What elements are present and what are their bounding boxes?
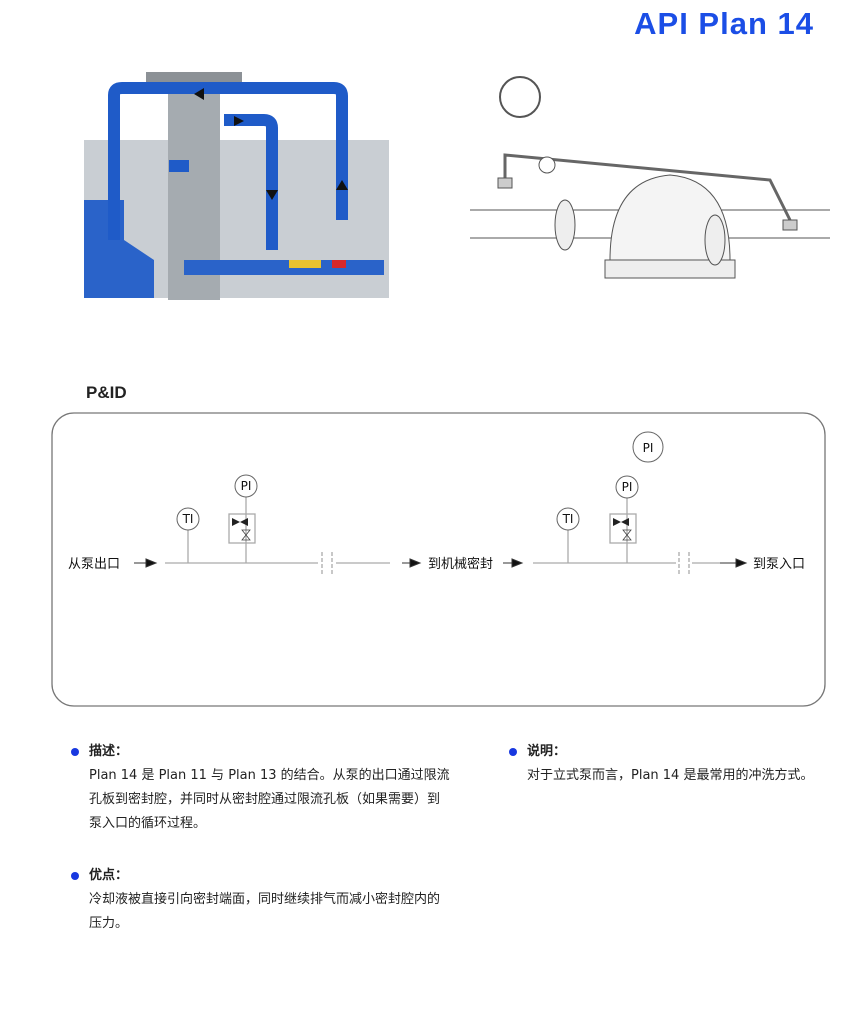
pump-piping-sketch bbox=[470, 76, 830, 279]
valve-box bbox=[609, 513, 637, 544]
pi-label: PI bbox=[643, 441, 654, 455]
pump-cross-section-illustration bbox=[84, 72, 389, 300]
advantages-section: 优点： 冷却液被直接引向密封端面，同时继续排气而减小密封腔内的 压力。 bbox=[71, 864, 489, 936]
pi-instrument bbox=[615, 475, 639, 499]
ti-label: TI bbox=[182, 512, 194, 526]
pi-instrument bbox=[632, 431, 664, 463]
text-line: 泵入口的循环过程。 bbox=[89, 816, 207, 831]
notes-heading: 说明： bbox=[509, 740, 847, 764]
pi-instrument bbox=[234, 474, 258, 498]
text-line: Plan 14 是 Plan 11 与 Plan 13 的结合。从泵的出口通过限… bbox=[89, 768, 450, 783]
valve-icon bbox=[232, 518, 629, 526]
advantages-heading: 优点： bbox=[71, 864, 489, 888]
ti-instrument bbox=[176, 507, 200, 531]
ti-label: TI bbox=[562, 512, 574, 526]
arrow-icon bbox=[134, 558, 748, 568]
pi-label: PI bbox=[622, 480, 633, 494]
text-line: 冷却液被直接引向密封端面，同时继续排气而减小密封腔内的 bbox=[89, 892, 441, 907]
text-line: 压力。 bbox=[89, 916, 129, 931]
text-line: 孔板到密封腔，并同时从密封腔通过限流孔板（如果需要）到 bbox=[89, 792, 441, 807]
ti-instrument bbox=[556, 507, 580, 531]
valve-box bbox=[228, 513, 256, 544]
to-pump-inlet-label: 到泵入口 bbox=[753, 557, 805, 572]
pid-frame bbox=[51, 412, 826, 707]
to-seal-label: 到机械密封 bbox=[428, 556, 493, 572]
description-heading: 描述： bbox=[71, 740, 489, 764]
page-title: API Plan 14 bbox=[634, 6, 814, 41]
text-line: 对于立式泵而言，Plan 14 是最常用的冲洗方式。 bbox=[527, 768, 814, 783]
notes-section: 说明： 对于立式泵而言，Plan 14 是最常用的冲洗方式。 bbox=[509, 740, 847, 788]
pid-heading: P&ID bbox=[86, 383, 127, 402]
pi-label: PI bbox=[241, 479, 252, 493]
from-pump-outlet-label: 从泵出口 bbox=[68, 557, 120, 572]
description-section: 描述： Plan 14 是 Plan 11 与 Plan 13 的结合。从泵的出… bbox=[71, 740, 489, 836]
